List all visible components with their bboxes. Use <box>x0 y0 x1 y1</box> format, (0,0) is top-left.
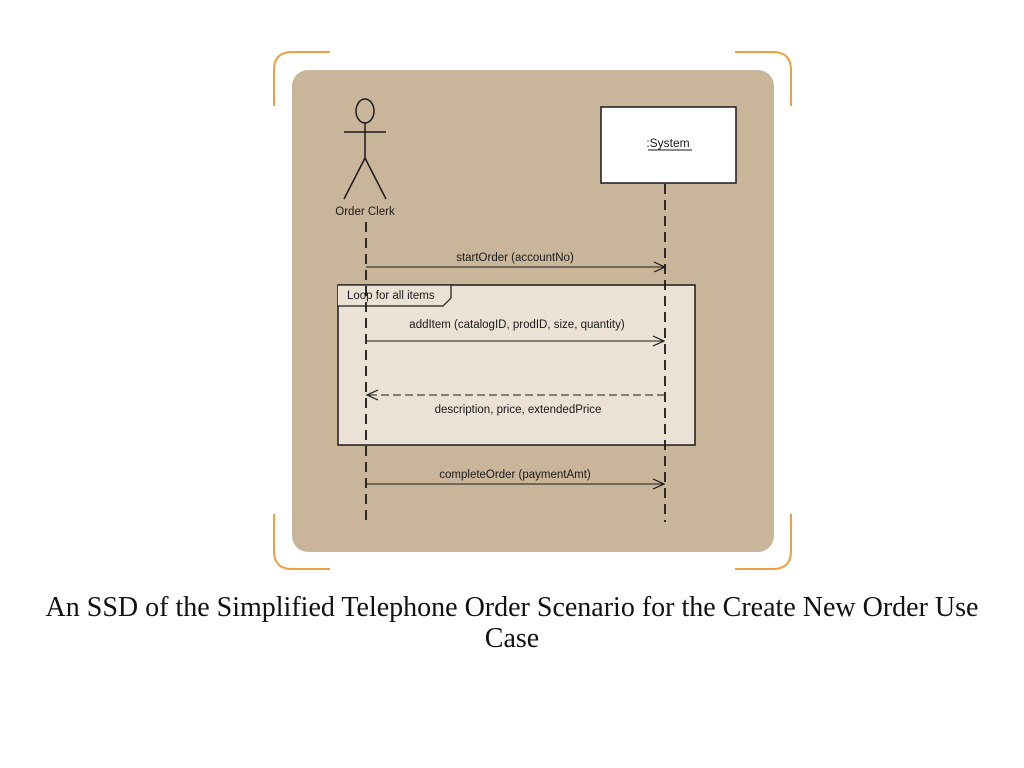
system-box <box>600 106 737 184</box>
corner-bracket-top-right <box>735 51 792 106</box>
system-label: :System <box>646 136 689 150</box>
add-item-label: addItem (catalogID, prodID, size, quanti… <box>409 319 625 331</box>
start-order-label: startOrder (accountNo) <box>456 252 574 264</box>
corner-bracket-bottom-right <box>735 514 792 570</box>
add-item-return-label: description, price, extendedPrice <box>435 404 602 416</box>
complete-order-label: completeOrder (paymentAmt) <box>439 469 591 481</box>
loop-frame <box>337 284 696 446</box>
corner-bracket-bottom-left <box>273 514 330 570</box>
actor-right-leg <box>364 157 387 200</box>
figure-caption: An SSD of the Simplified Telephone Order… <box>45 592 979 654</box>
actor-stick-figure <box>343 98 387 200</box>
actor-label: Order Clerk <box>335 206 395 218</box>
corner-bracket-top-left <box>273 51 330 106</box>
loop-label: Loop for all items <box>347 290 435 302</box>
actor-left-leg <box>343 157 366 200</box>
corner-brackets <box>273 51 792 570</box>
